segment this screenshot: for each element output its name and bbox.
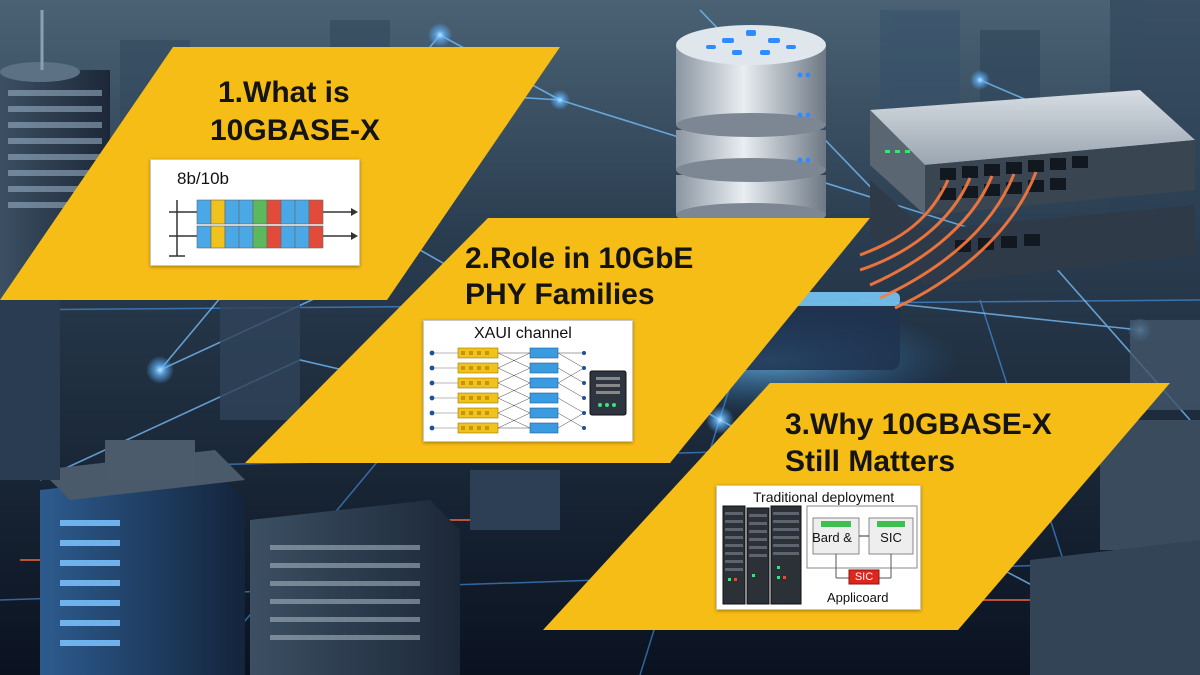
encoding-8b10b-card: 8b/10b bbox=[150, 159, 360, 266]
panel-what-is-10gbase-x: 1.What is 10GBASE-X 8b/10b bbox=[0, 47, 560, 300]
server-rack-icon bbox=[722, 505, 802, 605]
phy-chip-icon bbox=[589, 370, 627, 416]
bottom-caption: Applicoard bbox=[827, 590, 889, 605]
deployment-label: Traditional deployment bbox=[753, 489, 895, 505]
panel-3-title-line-1: 3.Why 10GBASE-X bbox=[785, 408, 1052, 441]
panel-1-title-line-1: 1.What is bbox=[218, 76, 350, 109]
panel-2-title-line-1: 2.Role in 10GbE bbox=[465, 242, 694, 275]
traditional-deployment-card: Traditional deployment bbox=[716, 485, 921, 610]
foreground-buildings bbox=[0, 300, 1200, 675]
box-bottom-label: SIC bbox=[854, 571, 874, 583]
xaui-channel-label: XAUI channel bbox=[474, 325, 572, 342]
panel-why-10gbase-x-matters: 3.Why 10GBASE-X Still Matters Traditiona… bbox=[543, 383, 1170, 630]
xaui-channel-diagram bbox=[429, 347, 627, 434]
deployment-diagram bbox=[722, 505, 918, 605]
encoding-label: 8b/10b bbox=[177, 169, 229, 188]
server-stack-icon bbox=[676, 25, 826, 227]
encoding-lane-2 bbox=[196, 225, 324, 249]
box-left-label: Bard & bbox=[812, 530, 852, 545]
panel-2-title-line-2: PHY Families bbox=[465, 278, 655, 311]
panel-role-in-10gbe: 2.Role in 10GbE PHY Families XAUI channe… bbox=[245, 218, 870, 463]
panel-3-title-line-2: Still Matters bbox=[785, 445, 956, 478]
xaui-channel-card: XAUI channel bbox=[423, 320, 633, 442]
box-right-label: SIC bbox=[880, 530, 902, 545]
encoding-lane-1 bbox=[196, 199, 324, 225]
network-switch-icon bbox=[859, 90, 1195, 310]
encoding-lanes-diagram bbox=[169, 199, 358, 257]
panel-1-title-line-2: 10GBASE-X bbox=[210, 114, 381, 147]
